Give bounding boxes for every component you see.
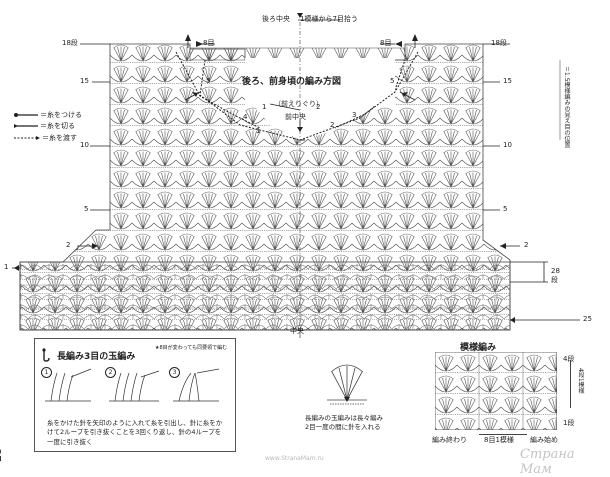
neck-count-4: 4: [243, 113, 248, 121]
bottom-rows-unit: 段: [551, 276, 558, 284]
back-neck-strip: [189, 47, 406, 61]
center-bottom-label: 中央: [290, 327, 304, 335]
legend-pass: ＝糸を渡す: [42, 134, 77, 142]
pattern-swatch: [434, 351, 558, 431]
bottom-rows: 28: [551, 267, 560, 275]
neck-count-1: 1: [256, 127, 261, 135]
right-vertical-note: ＝1.5模様編みの見え目の位置: [563, 66, 570, 148]
step-number-2: 2: [105, 367, 116, 378]
mid-count-2: 2: [316, 103, 321, 111]
hook-icon: [41, 347, 53, 362]
legend-cut: ＝糸を切る: [40, 122, 75, 130]
bobble-symbol: [322, 360, 372, 406]
pattern-row-1: 1段: [563, 419, 575, 427]
step-number-1: 1: [41, 367, 52, 378]
left-count-2: 2: [66, 241, 71, 249]
legend-attach: ＝糸をつける: [40, 111, 82, 119]
step-number-3: 3: [169, 367, 180, 378]
neck-label: （前えりぐり）: [274, 100, 323, 108]
bobble-step-2: [105, 365, 163, 405]
pattern-box-title: 模様編み: [460, 343, 497, 353]
mid-count-1: 1: [262, 103, 267, 111]
watermark: Страна Мам: [520, 447, 575, 477]
pattern-repeat-bracket: [479, 434, 527, 435]
row-label-left-15: 15: [80, 77, 89, 85]
pattern-repeat-label: 8目1模様: [484, 436, 514, 444]
left-count-5: 5: [206, 77, 211, 85]
bobble-step-1: [41, 365, 99, 405]
center-back-label: 後ろ中央: [262, 15, 290, 23]
pattern-row-4: 4段: [563, 355, 575, 363]
right-count-5: 5: [390, 77, 395, 85]
pattern-start-label: 編み始め: [530, 436, 558, 444]
row-label-right-18: 18段: [491, 39, 507, 47]
row-label-left-1: 1: [4, 263, 9, 271]
bobble-caption: 長編みの玉編みは長々編み2目一度の間に針を入れる: [305, 414, 383, 432]
pattern-end-label: 編み終わり: [432, 436, 467, 444]
bobble-note: ★8目が変わっても同要領で編む: [155, 345, 228, 351]
right-count-2: 2: [524, 241, 529, 249]
bobble-title: 長編み3目の玉編み: [57, 352, 136, 362]
center-back-note: 1模様から7目拾う: [300, 15, 358, 23]
neck-count-2: 2: [330, 121, 335, 129]
bottom-band: [19, 261, 511, 331]
bottom-count: 25: [583, 315, 592, 323]
neck-count-3: 3: [352, 111, 357, 119]
row-label-left-10: 10: [80, 141, 89, 149]
right-top-count: 8目: [380, 39, 392, 47]
bobble-instructions: 糸をかけた針を矢印のように入れて糸を引出し、針に糸をかけて2ループを引き抜くこと…: [47, 419, 223, 446]
row-label-right-15: 15: [503, 77, 512, 85]
left-top-count: 8目: [203, 39, 215, 47]
diagram-title: 後ろ、前身頃の編み方図: [242, 77, 342, 87]
row-label-right-5: 5: [503, 205, 508, 213]
pattern-right-rows: 4段1模様: [577, 368, 584, 394]
row-label-left-18: 18段: [62, 39, 78, 47]
row-label-left-5: 5: [84, 205, 89, 213]
page-number: 87: [0, 448, 3, 462]
bobble-instruction-box: 長編み3目の玉編み ★8目が変わっても同要領で編む 1 2 3 糸をかけた針を矢…: [34, 338, 236, 452]
pattern-row-bracket: [570, 360, 571, 408]
bobble-step-3: [169, 365, 227, 405]
center-front-label: 前中央: [285, 113, 306, 121]
footer-url: www.StranaMam.ru: [265, 455, 324, 462]
row-label-right-10: 10: [503, 141, 512, 149]
